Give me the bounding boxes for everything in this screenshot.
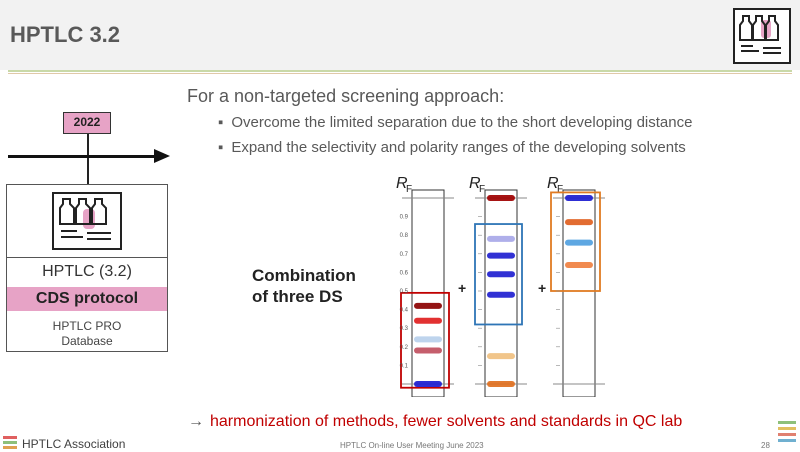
footer-event: HPTLC On-line User Meeting June 2023 <box>340 441 484 450</box>
chromatogram-band <box>565 219 593 226</box>
header-divider-secondary <box>8 73 792 74</box>
bullet-item: Overcome the limited separation due to t… <box>218 114 692 139</box>
page-number: 28 <box>761 441 770 450</box>
chromatogram-band <box>414 317 442 324</box>
rf-tick-label: 0.9 <box>400 215 409 221</box>
card-connector <box>87 158 89 184</box>
rf-range-box <box>400 291 450 389</box>
chromatogram-band <box>414 336 442 343</box>
timeline-line <box>8 155 158 158</box>
association-logo-icon <box>3 436 17 450</box>
rf-tick-label: 0.5 <box>400 289 409 295</box>
conclusion-text: harmonization of methods, fewer solvents… <box>210 413 683 430</box>
plus-sign: + <box>538 280 546 296</box>
conclusion-arrow-icon: → <box>188 413 204 430</box>
chromatogram-band <box>487 195 515 201</box>
year-connector <box>87 134 89 156</box>
conclusion: → harmonization of methods, fewer solvent… <box>188 413 682 431</box>
rf-axis-label-subscript: F <box>406 184 412 195</box>
combination-label-line1: Combination <box>252 266 356 285</box>
header-divider <box>8 70 792 72</box>
chromatogram-band <box>487 353 515 360</box>
rf-axis-label-subscript: F <box>557 184 563 195</box>
card-divider <box>7 257 167 258</box>
card-subtitle-line1: HPTLC PRO <box>52 319 122 333</box>
bullet-item: Expand the selectivity and polarity rang… <box>218 139 692 164</box>
footer-org-name: HPTLC Association <box>22 437 126 451</box>
chromatogram-band <box>487 291 515 298</box>
card-subtitle-line2: Database <box>61 334 113 348</box>
chromatogram-band <box>487 252 515 259</box>
timeline-arrow-icon <box>154 149 170 163</box>
chromatogram-band <box>565 195 593 201</box>
protocol-card: HPTLC (3.2) CDS protocol HPTLC PRO Datab… <box>6 184 168 352</box>
rf-axis-label: R <box>396 175 408 192</box>
rf-tick-label: 0.7 <box>400 252 409 258</box>
rf-tick-label: 0.8 <box>400 233 409 239</box>
card-highlight: CDS protocol <box>7 287 167 311</box>
chromatogram-band <box>414 381 442 387</box>
rf-axis-label: R <box>547 175 559 192</box>
rf-range-box <box>550 191 601 292</box>
rf-tick-label: 0.6 <box>400 270 409 276</box>
bottles-icon <box>7 185 167 257</box>
rf-axis-label: R <box>469 175 481 192</box>
chromatogram-band <box>414 302 442 309</box>
plus-sign: + <box>458 280 466 296</box>
stripes-icon <box>778 421 796 443</box>
rf-axis-label-subscript: F <box>479 184 485 195</box>
slide-subtitle: For a non-targeted screening approach: <box>187 86 505 106</box>
chromatogram-band <box>565 261 593 268</box>
year-badge: 2022 <box>63 112 111 134</box>
rf-range-box <box>474 223 523 326</box>
combination-label-line2: of three DS <box>252 287 343 306</box>
rf-tick-label: 0.3 <box>400 326 409 332</box>
card-title: HPTLC (3.2) <box>42 263 132 280</box>
chromatogram-band <box>487 271 515 278</box>
hptlc-logo-icon <box>733 8 791 64</box>
rf-tick-label: 0.2 <box>400 345 409 351</box>
chromatogram-band <box>565 239 593 246</box>
chromatogram-band <box>487 235 515 242</box>
slide-title: HPTLC 3.2 <box>10 22 121 47</box>
header-bar <box>0 0 800 70</box>
rf-tick-label: 0.1 <box>400 363 409 369</box>
chromatogram-band <box>487 381 515 387</box>
chromatogram-band <box>414 347 442 354</box>
rf-tick-label: 0.4 <box>400 308 409 314</box>
bullet-list: Overcome the limited separation due to t… <box>218 114 692 164</box>
